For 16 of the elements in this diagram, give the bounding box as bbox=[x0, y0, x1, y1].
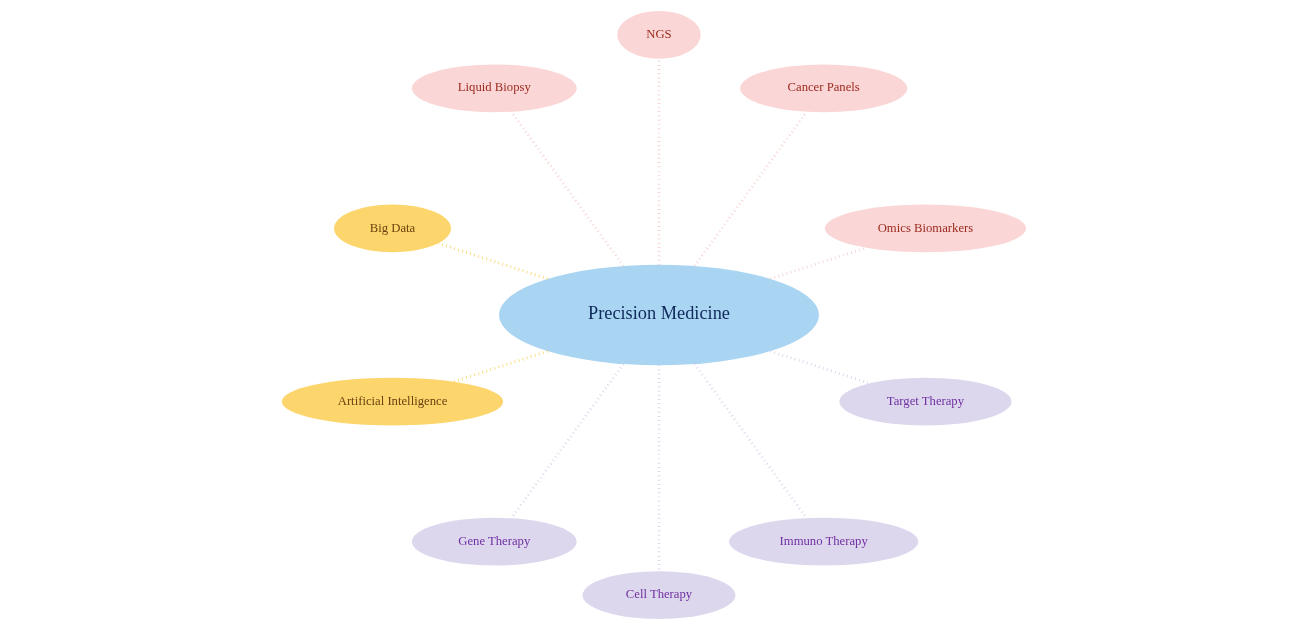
connector bbox=[770, 246, 867, 281]
node-ellipse: Precision Medicine bbox=[498, 264, 819, 366]
connector bbox=[438, 242, 548, 281]
node-ellipse: Gene Therapy bbox=[411, 517, 577, 566]
connector bbox=[453, 349, 548, 383]
node-ellipse: Immuno Therapy bbox=[729, 517, 919, 566]
node-ellipse: Artificial Intelligence bbox=[281, 377, 504, 426]
connector bbox=[693, 363, 808, 519]
node-ellipse: Target Therapy bbox=[839, 377, 1012, 426]
node-ellipse: Liquid Biopsy bbox=[411, 64, 577, 113]
node-ellipse: Omics Biomarkers bbox=[824, 204, 1027, 253]
node-ellipse: Cancer Panels bbox=[740, 64, 908, 113]
node-ellipse: NGS bbox=[617, 10, 701, 59]
node-ellipse: Cell Therapy bbox=[582, 571, 736, 620]
node-ellipse: Big Data bbox=[334, 204, 451, 253]
connector bbox=[770, 349, 870, 385]
